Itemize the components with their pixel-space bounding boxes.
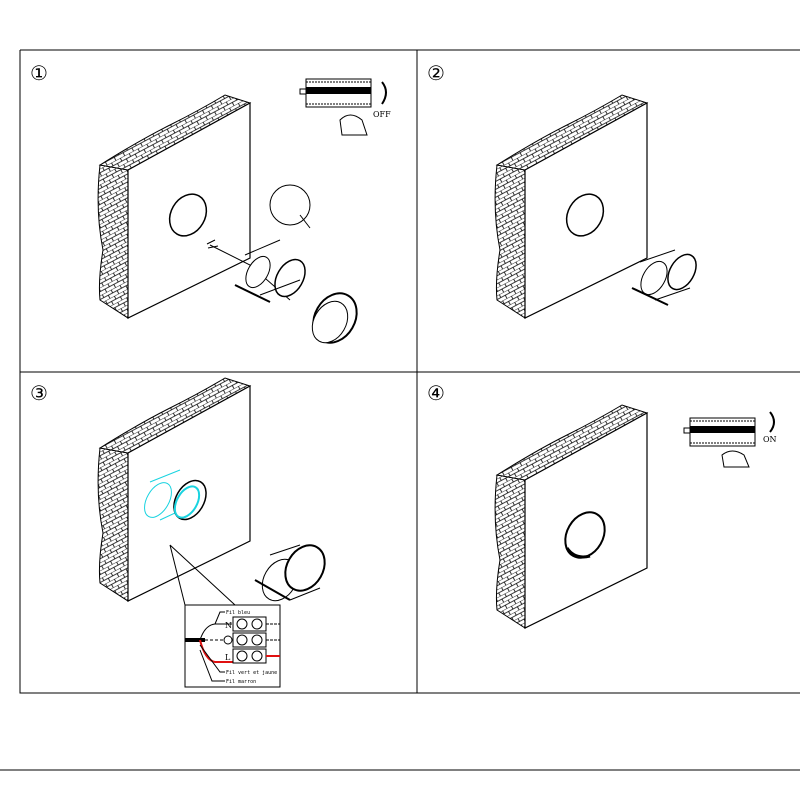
wall-illustration: [97, 377, 251, 602]
hand-icon: [721, 450, 750, 468]
light-housing: [667, 253, 697, 291]
step-number: ③: [30, 381, 48, 405]
step-number: ②: [427, 61, 445, 85]
wall-illustration: [494, 404, 648, 629]
step-4-panel: ④ ON: [427, 381, 777, 629]
switch-state-label: OFF: [373, 110, 391, 119]
live-label: L: [225, 653, 231, 662]
earth-wire-label: Fil vert et jaune: [226, 670, 277, 676]
frame: [0, 49, 800, 771]
blue-wire-label: Fil bleu: [226, 610, 250, 616]
step-2-panel: ②: [427, 61, 697, 319]
breaker-panel-icon: [299, 78, 372, 108]
step-number: ④: [427, 381, 445, 405]
step-3-panel: ③ N L: [30, 377, 326, 688]
brown-wire-label: Fil marron: [226, 679, 256, 685]
wall-hole: [168, 193, 208, 237]
breaker-panel-icon: [683, 417, 756, 447]
neutral-label: N: [225, 621, 232, 630]
wiring-detail: N L Fil bleu Fil vert et jaune Fil marro…: [184, 604, 281, 688]
step-1-panel: ① OFF: [30, 61, 391, 344]
cover-plate: [269, 184, 311, 226]
wall-hole: [565, 193, 605, 237]
light-housing: [245, 255, 271, 289]
hand-icon: [339, 114, 368, 136]
switch-state-label: ON: [763, 435, 777, 444]
step-number: ①: [30, 61, 48, 85]
light-fixture: [284, 544, 326, 592]
